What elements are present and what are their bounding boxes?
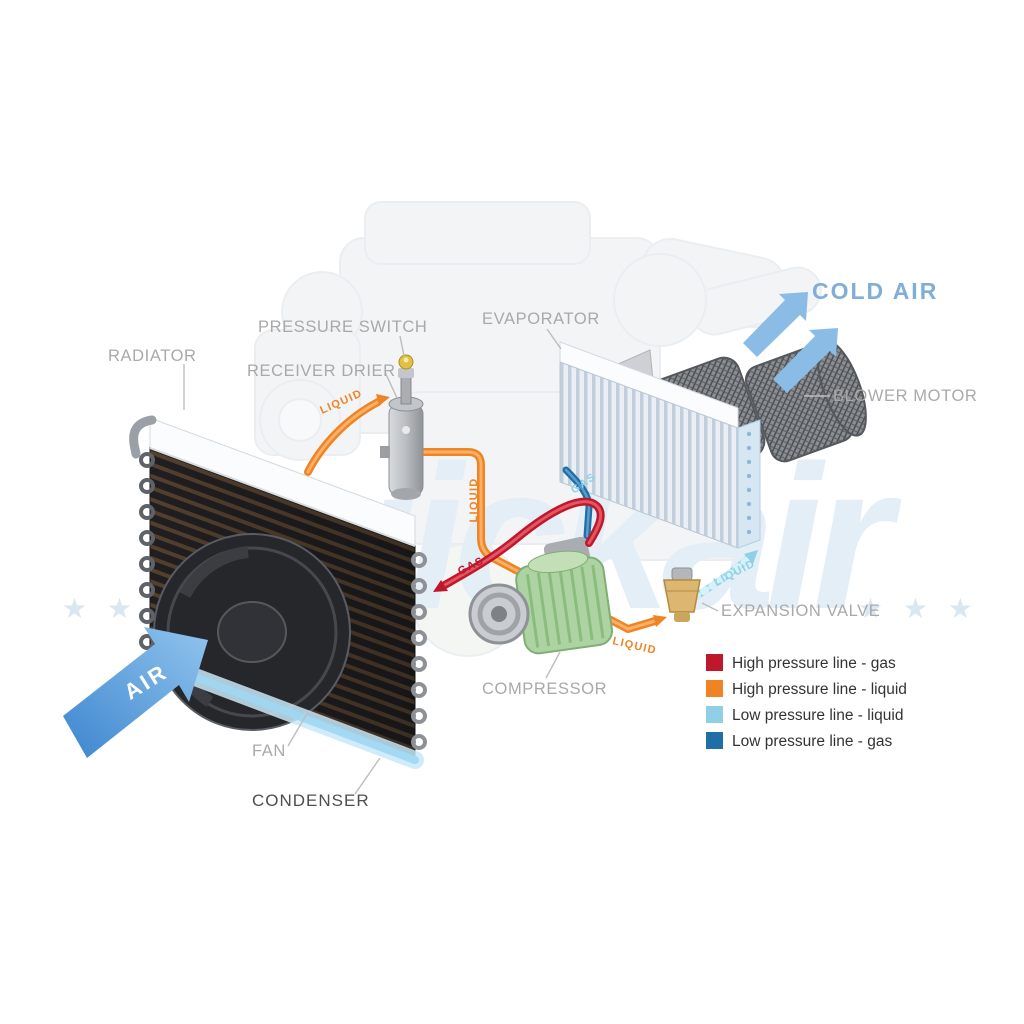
leader-evaporator: [546, 328, 562, 350]
expansion-valve-label: EXPANSION VALVE: [721, 602, 880, 620]
leader-condenser: [354, 757, 381, 795]
condenser-label: CONDENSER: [252, 791, 370, 810]
leader-expansion-valve: [701, 602, 719, 612]
pressure-switch-illustration: [398, 354, 414, 405]
legend-item: High pressure line - liquid: [706, 680, 907, 698]
leader-pressure-switch: [399, 335, 405, 357]
watermark-stars-right: ★ ★ ★: [858, 593, 979, 624]
legend-swatch-low-gas: [706, 732, 723, 749]
cold-air-label: COLD AIR: [812, 278, 938, 304]
condenser-to-drier-line: [304, 398, 382, 476]
legend-item: High pressure line - gas: [706, 654, 896, 672]
evaporator-illustration: [559, 341, 761, 549]
cold-air-arrows: [743, 292, 838, 393]
low-pressure-gas-line: [562, 466, 593, 540]
legend-swatch-low-liquid: [706, 706, 723, 723]
radiator-label: RADIATOR: [108, 347, 197, 365]
liquid-vertical-label: LIQUID: [468, 477, 480, 522]
receiver-drier-illustration: [380, 396, 424, 500]
leader-compressor: [545, 651, 561, 679]
leader-lines: [183, 328, 830, 795]
cold-air-arrow-icon: [773, 328, 838, 393]
legend-label-low-gas: Low pressure line - gas: [732, 733, 892, 750]
pressure-switch-label: PRESSURE SWITCH: [258, 318, 427, 336]
legend-item: Low pressure line - liquid: [706, 706, 903, 724]
high-pressure-gas-line: [439, 497, 605, 590]
liquid-to-drier-arrowhead: [376, 394, 390, 406]
high-pressure-liquid-arrowhead: [653, 615, 667, 627]
compressor-illustration: [468, 536, 613, 655]
component-labels: RADIATOR PRESSURE SWITCH RECEIVER DRIER …: [108, 310, 977, 810]
receiver-drier-label: RECEIVER DRIER: [247, 362, 396, 380]
leader-fan: [287, 711, 309, 747]
legend-swatch-high-gas: [706, 654, 723, 671]
legend: High pressure line - gas High pressure l…: [706, 654, 907, 750]
blower-motor-label: BLOWER MOTOR: [833, 387, 977, 405]
low-pressure-liquid-arrowhead: [744, 550, 758, 564]
high-pressure-gas-arrowhead: [433, 580, 448, 592]
legend-item: Low pressure line - gas: [706, 732, 892, 750]
compressor-label: COMPRESSOR: [482, 680, 607, 698]
legend-label-low-liquid: Low pressure line - liquid: [732, 707, 903, 724]
fan-label: FAN: [252, 742, 286, 760]
legend-label-high-liquid: High pressure line - liquid: [732, 681, 907, 698]
expansion-valve-illustration: [663, 567, 701, 622]
low-pressure-liquid-line: [691, 553, 754, 601]
air-flow-arrow: AIR: [63, 627, 208, 758]
condenser-tube-loops: [411, 552, 427, 750]
evaporator-label: EVAPORATOR: [482, 310, 600, 328]
legend-swatch-high-liquid: [706, 680, 723, 697]
cold-air-arrow-icon: [743, 292, 808, 357]
leader-receiver-drier: [384, 371, 398, 399]
legend-label-high-gas: High pressure line - gas: [732, 655, 896, 672]
